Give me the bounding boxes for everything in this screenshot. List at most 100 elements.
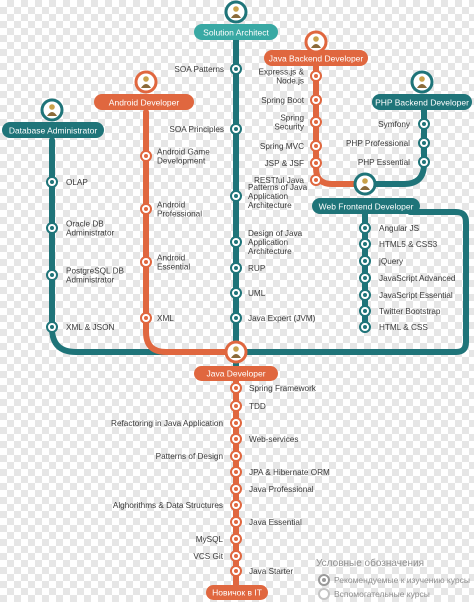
station-web-frontend-0[interactable]	[359, 222, 371, 234]
station-database-admin-3[interactable]	[46, 321, 58, 333]
station-solution-architect-3[interactable]	[230, 236, 242, 248]
legend-auxiliary-marker	[318, 588, 330, 600]
station-web-frontend-5[interactable]	[359, 305, 371, 317]
avatar-android-icon	[134, 70, 158, 94]
station-solution-architect-0[interactable]	[230, 63, 242, 75]
station-java-backend-0[interactable]	[310, 70, 322, 82]
course-label-spring-framework: Spring Framework	[249, 384, 317, 393]
course-label-express-js-node-js: Express.js &Node.js	[259, 68, 305, 86]
course-label-html-css: HTML & CSS	[379, 323, 428, 332]
station-web-frontend-6[interactable]	[359, 321, 371, 333]
course-label-javascript-advanced: JavaScript Advanced	[379, 274, 456, 283]
station-android-0[interactable]	[140, 150, 152, 162]
legend-title: Условные обозначения	[316, 557, 424, 569]
course-label-soa-principles: SOA Principles	[169, 125, 224, 134]
station-web-frontend-4[interactable]	[359, 289, 371, 301]
android-track	[143, 109, 239, 355]
course-label-patterns-of-design: Patterns of Design	[156, 452, 224, 461]
role-java-backend[interactable]: Java Backend Developer	[264, 50, 368, 66]
course-label-spring-boot: Spring Boot	[261, 96, 305, 105]
station-solution-architect-2[interactable]	[230, 190, 242, 202]
station-java-developer-6[interactable]	[230, 483, 242, 495]
station-java-developer-11[interactable]	[230, 565, 242, 577]
course-label-javascript-essential: JavaScript Essential	[379, 291, 453, 300]
station-php-backend-2[interactable]	[418, 156, 430, 168]
course-label-angular-js: Angular JS	[379, 224, 420, 233]
station-java-developer-7[interactable]	[230, 499, 242, 511]
station-database-admin-2[interactable]	[46, 269, 58, 281]
station-web-frontend-2[interactable]	[359, 255, 371, 267]
role-php-backend-label: PHP Backend Developer	[375, 98, 469, 108]
course-label-symfony: Symfony	[378, 120, 411, 129]
station-android-2[interactable]	[140, 256, 152, 268]
station-database-admin-0[interactable]	[46, 176, 58, 188]
station-java-developer-2[interactable]	[230, 417, 242, 429]
role-novice[interactable]: Новичок в IT	[206, 585, 268, 600]
role-web-frontend[interactable]: Web Frontend Developer	[312, 198, 420, 214]
station-java-backend-1[interactable]	[310, 94, 322, 106]
station-solution-architect-6[interactable]	[230, 312, 242, 324]
course-label-html5-css3: HTML5 & CSS3	[379, 240, 438, 249]
role-novice-label: Новичок в IT	[212, 588, 262, 598]
course-label-java-starter: Java Starter	[249, 567, 293, 576]
course-label-spring-mvc: Spring MVC	[260, 142, 304, 151]
course-label-xml-json: XML & JSON	[66, 323, 114, 332]
role-web-frontend-label: Web Frontend Developer	[319, 202, 414, 212]
station-java-backend-3[interactable]	[310, 140, 322, 152]
station-java-developer-8[interactable]	[230, 516, 242, 528]
course-label-xml: XML	[157, 314, 174, 323]
station-java-developer-1[interactable]	[230, 400, 242, 412]
course-label-java-essential: Java Essential	[249, 518, 302, 527]
role-java-backend-label: Java Backend Developer	[269, 54, 364, 64]
course-label-web-services: Web-services	[249, 435, 298, 444]
avatar-java-backend-icon	[304, 30, 328, 54]
avatar-php-backend-icon	[410, 70, 434, 94]
course-label-olap: OLAP	[66, 178, 88, 187]
course-label-java-professional: Java Professional	[249, 485, 314, 494]
course-label-uml: UML	[248, 289, 266, 298]
station-java-developer-0[interactable]	[230, 382, 242, 394]
course-label-tdd: TDD	[249, 402, 266, 411]
station-java-developer-3[interactable]	[230, 433, 242, 445]
legend-recommended-text: Рекомендуемые к изучению курсы	[334, 575, 470, 585]
station-java-backend-5[interactable]	[310, 174, 322, 186]
station-java-developer-4[interactable]	[230, 450, 242, 462]
role-java-developer-label: Java Developer	[206, 369, 265, 379]
legend-auxiliary-text: Вспомогательные курсы	[334, 589, 430, 599]
station-java-developer-10[interactable]	[230, 550, 242, 562]
course-label-twitter-bootstrap: Twitter Bootstrap	[379, 307, 441, 316]
station-solution-architect-5[interactable]	[230, 287, 242, 299]
role-solution-architect[interactable]: Solution Architect	[194, 24, 278, 40]
station-solution-architect-1[interactable]	[230, 123, 242, 135]
station-java-developer-9[interactable]	[230, 533, 242, 545]
station-database-admin-1[interactable]	[46, 222, 58, 234]
role-php-backend[interactable]: PHP Backend Developer	[372, 94, 472, 110]
course-label-java-expert-jvm: Java Expert (JVM)	[248, 314, 316, 323]
station-java-developer-5[interactable]	[230, 466, 242, 478]
station-solution-architect-4[interactable]	[230, 262, 242, 274]
station-web-frontend-3[interactable]	[359, 272, 371, 284]
role-android-label: Android Developer	[109, 98, 180, 108]
station-web-frontend-1[interactable]	[359, 238, 371, 250]
role-database-admin[interactable]: Database Administrator	[2, 122, 104, 138]
course-label-refactoring-in-java-application: Refactoring in Java Application	[111, 419, 223, 428]
role-java-developer[interactable]: Java Developer	[194, 366, 278, 381]
course-label-php-professional: PHP Professional	[346, 139, 410, 148]
station-java-backend-4[interactable]	[310, 157, 322, 169]
station-android-1[interactable]	[140, 203, 152, 215]
course-label-jsp-jsf: JSP & JSF	[265, 159, 304, 168]
role-android[interactable]: Android Developer	[94, 94, 194, 110]
station-php-backend-1[interactable]	[418, 137, 430, 149]
avatar-solution-architect-icon	[224, 0, 248, 24]
station-android-3[interactable]	[140, 312, 152, 324]
station-java-backend-2[interactable]	[310, 116, 322, 128]
station-php-backend-0[interactable]	[418, 118, 430, 130]
